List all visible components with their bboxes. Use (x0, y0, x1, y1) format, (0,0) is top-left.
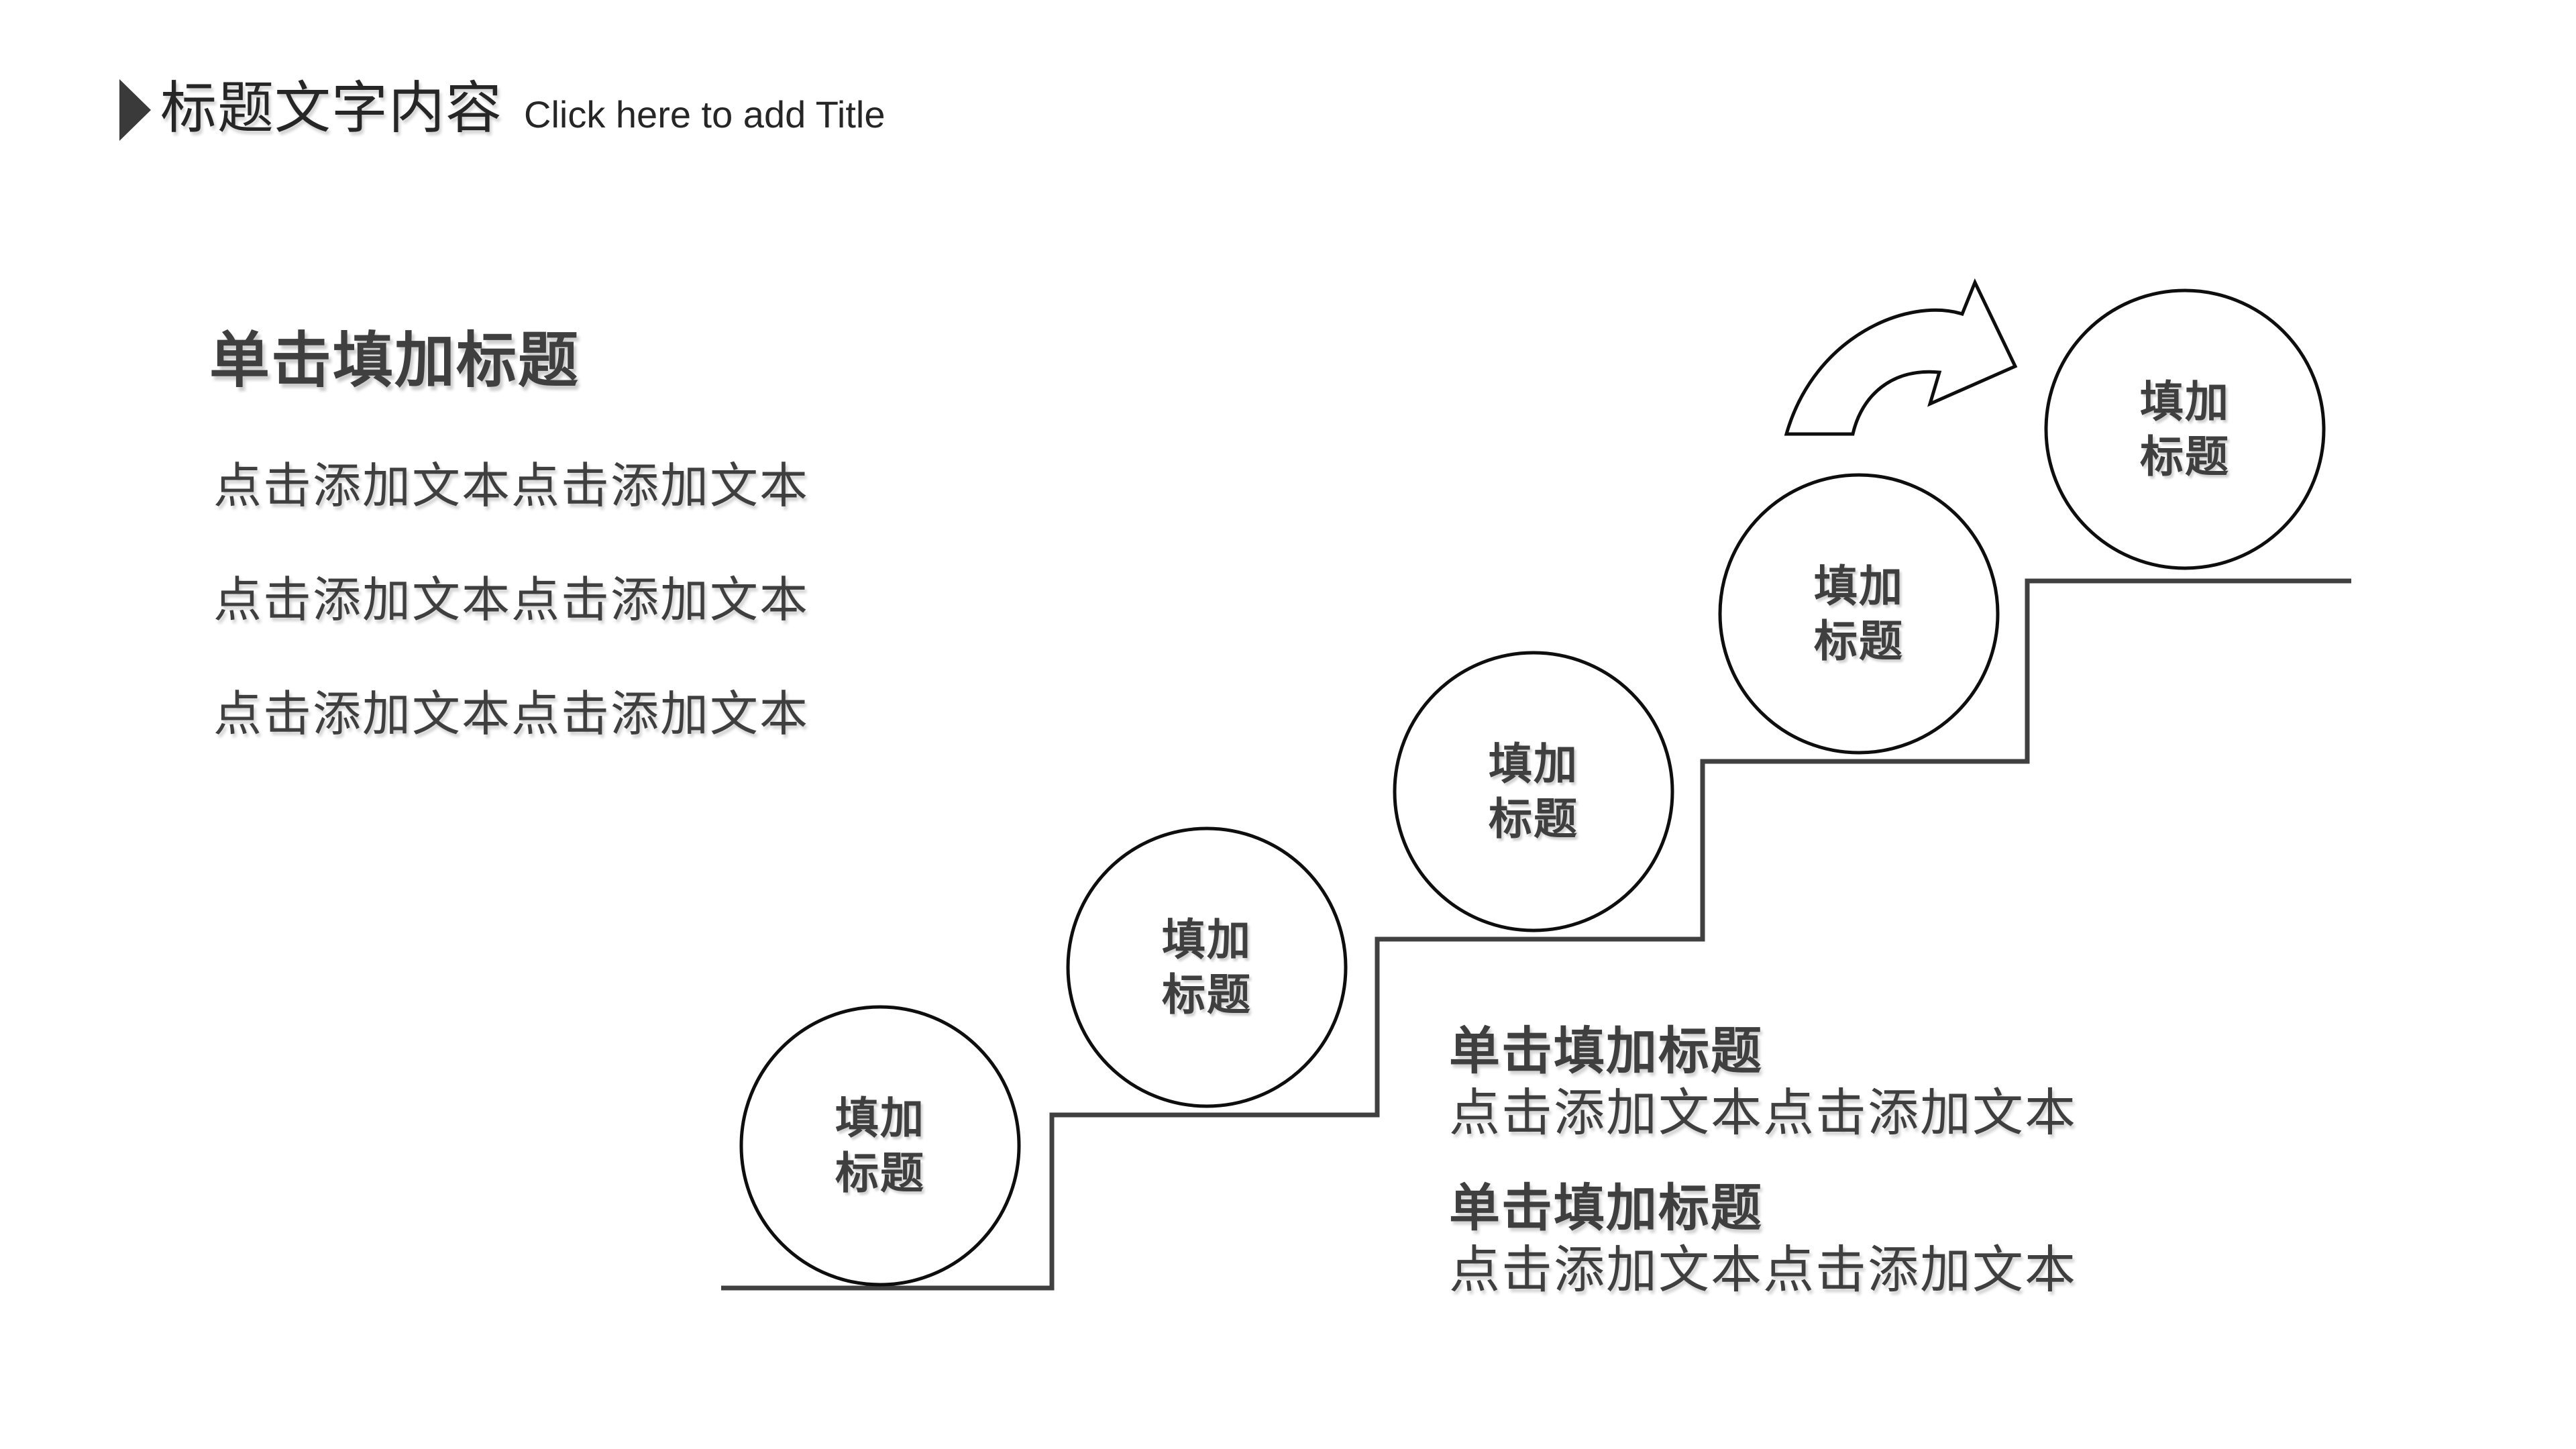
left-body-line[interactable]: 点击添加文本点击添加文本 (213, 574, 810, 627)
step-circle-2[interactable] (1066, 826, 1348, 1108)
step-circle-5[interactable] (2044, 288, 2326, 570)
step-circle-4[interactable] (1718, 473, 2000, 755)
right-text-block: 单击填加标题 点击添加文本点击添加文本 (1449, 1178, 2077, 1301)
step-circle-label-3[interactable]: 填加 标题 (1488, 739, 1578, 843)
step-circle-label-5[interactable]: 填加 标题 (2139, 377, 2230, 481)
left-body-line[interactable]: 点击添加文本点击添加文本 (213, 688, 810, 741)
step-circle-1[interactable] (739, 1005, 1021, 1287)
right-block-heading[interactable]: 单击填加标题 (1449, 1180, 1763, 1237)
title-marker-triangle-icon (119, 79, 151, 141)
curved-right-arrow-icon[interactable] (1784, 278, 2018, 436)
slide-header: 标题文字内容 Click here to add Title (119, 67, 885, 149)
step-circle-label-4[interactable]: 填加 标题 (1813, 561, 1904, 665)
right-text-block: 单击填加标题 点击添加文本点击添加文本 (1449, 1021, 2077, 1144)
right-block-heading[interactable]: 单击填加标题 (1449, 1023, 1763, 1080)
step-circle-label-1[interactable]: 填加 标题 (835, 1093, 925, 1197)
left-body-line[interactable]: 点击添加文本点击添加文本 (213, 460, 810, 513)
left-section-heading[interactable]: 单击填加标题 (209, 327, 580, 394)
left-section-body: 点击添加文本点击添加文本 点击添加文本点击添加文本 点击添加文本点击添加文本 (213, 429, 809, 771)
staircase-line (721, 578, 2351, 1291)
page-subtitle[interactable]: Click here to add Title (524, 93, 885, 136)
step-circle-label-2[interactable]: 填加 标题 (1161, 915, 1252, 1019)
right-block-body[interactable]: 点击添加文本点击添加文本 (1449, 1242, 2077, 1299)
step-circle-3[interactable] (1393, 651, 1674, 932)
page-title[interactable]: 标题文字内容 (160, 76, 503, 140)
right-block-body[interactable]: 点击添加文本点击添加文本 (1449, 1085, 2077, 1142)
